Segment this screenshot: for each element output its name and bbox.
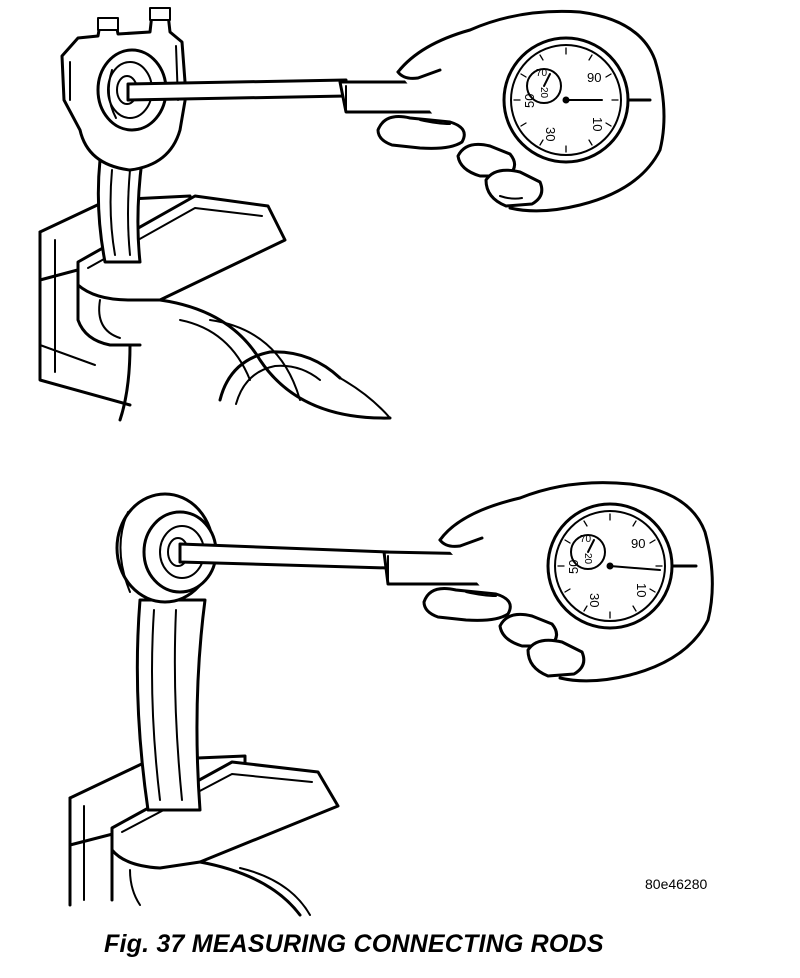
top-dial-label-90: 90 (587, 70, 601, 85)
bottom-dial-label-50: 50 (566, 560, 581, 574)
connecting-rod-measurement-illustration: 90 10 30 50 70 20 (38, 7, 714, 917)
bottom-illustration: 90 10 30 50 70 20 (68, 481, 714, 917)
top-dial-label-50: 50 (522, 94, 537, 108)
top-dial-label-30: 30 (543, 127, 558, 141)
bottom-vise (68, 754, 340, 917)
figure-id-label: 80e46280 (645, 876, 708, 892)
bottom-dial-label-70: 70 (580, 534, 592, 545)
top-small-dial-label-20: 20 (538, 87, 549, 99)
bottom-dial-ticks (557, 513, 663, 619)
bottom-dial-label-30: 30 (587, 593, 602, 607)
top-dial-label-10: 10 (590, 117, 605, 131)
top-vise (38, 194, 392, 422)
top-dial-label-70: 70 (536, 68, 548, 79)
bottom-dial-label-90: 90 (631, 536, 645, 551)
top-dial-ticks (513, 47, 619, 153)
bottom-small-dial-label-20: 20 (582, 553, 593, 565)
top-illustration: 90 10 30 50 70 20 (38, 7, 666, 422)
figure-caption: Fig. 37 MEASURING CONNECTING RODS (104, 930, 604, 958)
top-dial-gauge: 90 10 30 50 70 20 (502, 36, 652, 164)
bottom-dial-gauge: 90 10 30 50 70 20 (546, 502, 698, 630)
bottom-dial-label-10: 10 (634, 583, 649, 597)
